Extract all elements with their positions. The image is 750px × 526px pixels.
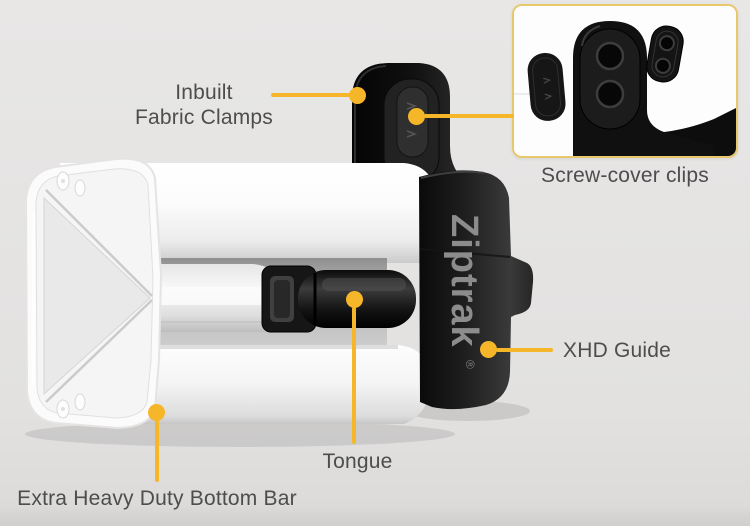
label-bottom-bar: Extra Heavy Duty Bottom Bar bbox=[17, 487, 297, 510]
ziptrak-logo: Ziptrak bbox=[443, 214, 485, 348]
leader-dot-screw-cover bbox=[408, 108, 425, 125]
ziptrak-logo-reg: ® bbox=[463, 360, 477, 369]
label-fabric-clamps: Inbuilt Fabric Clamps bbox=[114, 80, 294, 130]
leader-dot-bottom-bar bbox=[148, 404, 165, 421]
screw-cover-clips-closeup-graphic bbox=[514, 6, 736, 156]
leader-line-bottom-bar bbox=[155, 420, 159, 482]
leader-dot-xhd-guide bbox=[480, 341, 497, 358]
profile-end-face-graphic bbox=[24, 157, 163, 430]
ground-shadow bbox=[25, 421, 455, 447]
label-fabric-clamps-line2: Fabric Clamps bbox=[135, 106, 273, 129]
leader-line-screw-cover bbox=[424, 114, 514, 118]
leader-line-xhd-guide bbox=[496, 348, 553, 352]
xhd-guide-graphic: Ziptrak ® bbox=[419, 170, 534, 410]
leader-line-fabric-clamps bbox=[271, 93, 351, 97]
label-tongue: Tongue bbox=[322, 450, 393, 473]
closeup-oval-clip bbox=[527, 52, 566, 121]
leader-line-tongue bbox=[352, 307, 356, 444]
closeup-small-clip bbox=[646, 25, 684, 83]
screw-cover-clips-inset bbox=[512, 4, 738, 158]
tongue-graphic bbox=[261, 265, 416, 333]
label-screw-cover-clips: Screw-cover clips bbox=[541, 164, 709, 187]
closeup-clamp-head bbox=[573, 21, 714, 156]
leader-dot-tongue bbox=[346, 291, 363, 308]
label-xhd-guide: XHD Guide bbox=[563, 339, 672, 362]
label-fabric-clamps-line1: Inbuilt bbox=[175, 81, 233, 104]
leader-dot-fabric-clamps bbox=[349, 87, 366, 104]
